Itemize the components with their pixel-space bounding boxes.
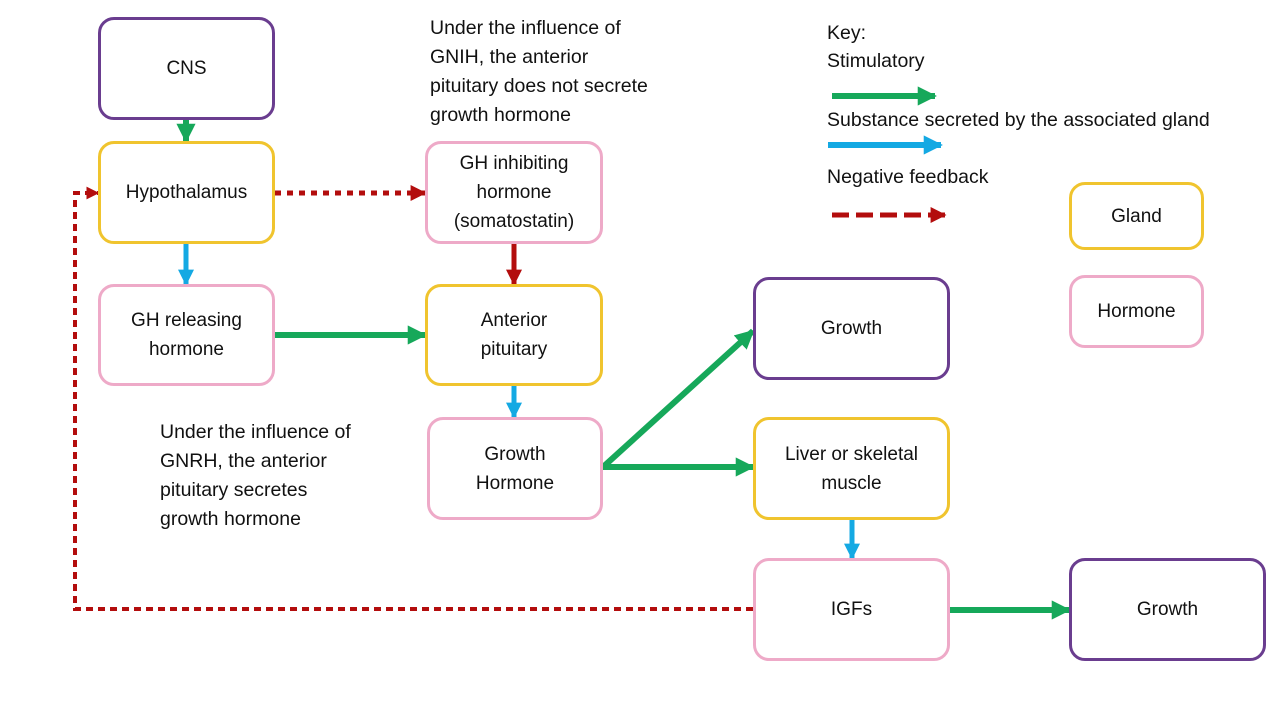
legend-gland-box: Gland [1069,182,1204,250]
legend-stimulatory-label: Stimulatory [827,50,925,72]
legend-hormone-box: Hormone [1069,275,1204,348]
legend-gland-label: Gland [1111,205,1162,227]
node-growth-hormone: Growth Hormone [427,417,603,520]
node-growth-hormone-label: Growth Hormone [475,443,555,494]
legend-title: Key: [827,22,867,44]
node-gh-inhibiting-hormone: GH inhibiting hormone (somatostatin) [425,141,603,244]
node-gh-releasing-hormone: GH releasing hormone [98,284,275,386]
note-gnih: Under the influence of GNIH, the anterio… [430,17,648,126]
node-igfs-label: IGFs [830,599,873,620]
node-gh-inhibiting-hormone-label: GH inhibiting hormone (somatostatin) [453,153,575,232]
legend-hormone-label: Hormone [1097,301,1176,322]
node-gh-releasing-hormone-label: GH releasing hormone [131,310,242,360]
node-hypothalamus: Hypothalamus [98,141,275,244]
legend-negative-feedback-label: Negative feedback [827,166,989,188]
node-liver-or-skeletal-muscle: Liver or skeletal muscle [753,417,950,520]
node-growth-1-label: Growth [820,318,883,339]
node-growth-2-label: Growth [1136,599,1199,620]
legend-secreted-label: Substance secreted by the associated gla… [827,109,1210,131]
arrow-growth-hormone-to-growth [600,328,756,470]
node-igfs: IGFs [753,558,950,661]
node-anterior-pituitary-label: Anterior pituitary [480,310,548,360]
note-gnrh: Under the influence of GNRH, the anterio… [160,421,351,530]
arrow-igfs-feedback-to-hypothalamus [73,186,753,611]
node-hypothalamus-label: Hypothalamus [125,182,248,203]
node-anterior-pituitary: Anterior pituitary [425,284,603,386]
node-growth-2: Growth [1069,558,1266,661]
node-growth-1: Growth [753,277,950,380]
node-cns: CNS [98,17,275,120]
node-liver-label: Liver or skeletal muscle [784,443,919,494]
node-cns-label: CNS [166,58,207,79]
